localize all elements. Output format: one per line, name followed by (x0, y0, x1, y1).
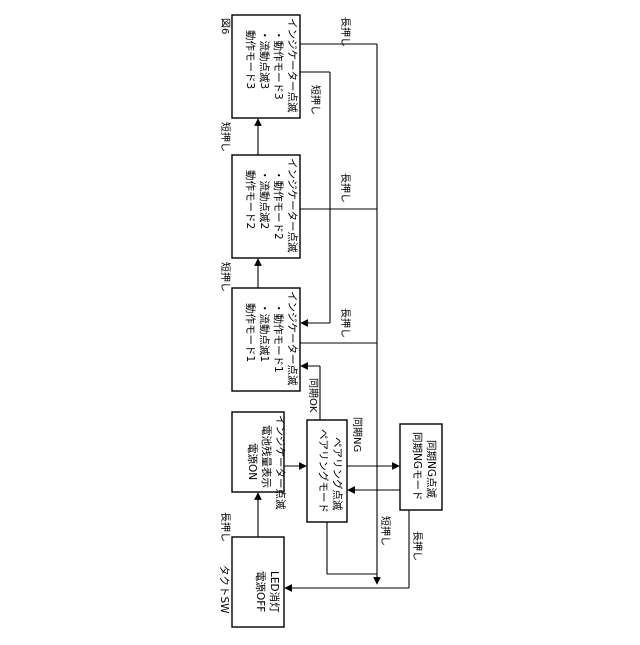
box-text-line: 電源OFF (254, 571, 267, 612)
box-text-line: ・流動点滅2 (258, 170, 271, 229)
box-text-line: 動作モード2 (244, 170, 257, 229)
box-text-line: ・動作モード2 (272, 170, 285, 240)
box-text-line: ・動作モード3 (272, 30, 285, 100)
label-short-press-pair: 短押し (379, 516, 392, 546)
label-long-press-m2: 長押し (339, 173, 352, 203)
label-long-press-m1: 長押し (339, 308, 352, 338)
label-long-press-m3: 長押し (339, 17, 352, 47)
box-text-line: インジケーター点滅 (286, 158, 298, 253)
label-short-press-23: 短押し (219, 122, 232, 152)
box-text-line: ・流動点滅3 (258, 30, 271, 89)
box-text-line: 動作モード1 (244, 303, 257, 362)
label-short-press-31: 短押し (309, 85, 322, 115)
box-text-line: LED消灯 (268, 571, 281, 613)
figure-label: 図6 (219, 18, 231, 34)
box-text-line: インジケーター点滅 (286, 291, 298, 386)
box-text-line: 動作モード3 (244, 30, 257, 89)
box-text-line: 電源ON (246, 443, 259, 480)
box-text-line: ・動作モード1 (272, 303, 285, 373)
label-long-press-ng: 長押し (411, 531, 424, 561)
box-text-line: インジケーター点滅 (286, 18, 298, 113)
label-short-press-12: 短押し (219, 262, 232, 292)
label-sync-ng: 同期NG (351, 417, 363, 452)
box-text-line: 電池残量表示 (260, 425, 273, 488)
box-text-line: ・流動点滅1 (258, 303, 271, 362)
label-long-press-1: 長押し (219, 512, 232, 542)
box-text-line: 同期NGモード (411, 432, 423, 501)
box-text-line: ペアリングモード (317, 429, 330, 513)
box-text-line: ペアリング点滅 (331, 437, 344, 511)
box-text-line: 同期NG点滅 (425, 440, 437, 498)
box-text-line: インジケーター点滅 (274, 415, 286, 510)
box-text-line: タクトSW (218, 565, 230, 614)
label-sync-ok: 同期OK (307, 378, 319, 413)
